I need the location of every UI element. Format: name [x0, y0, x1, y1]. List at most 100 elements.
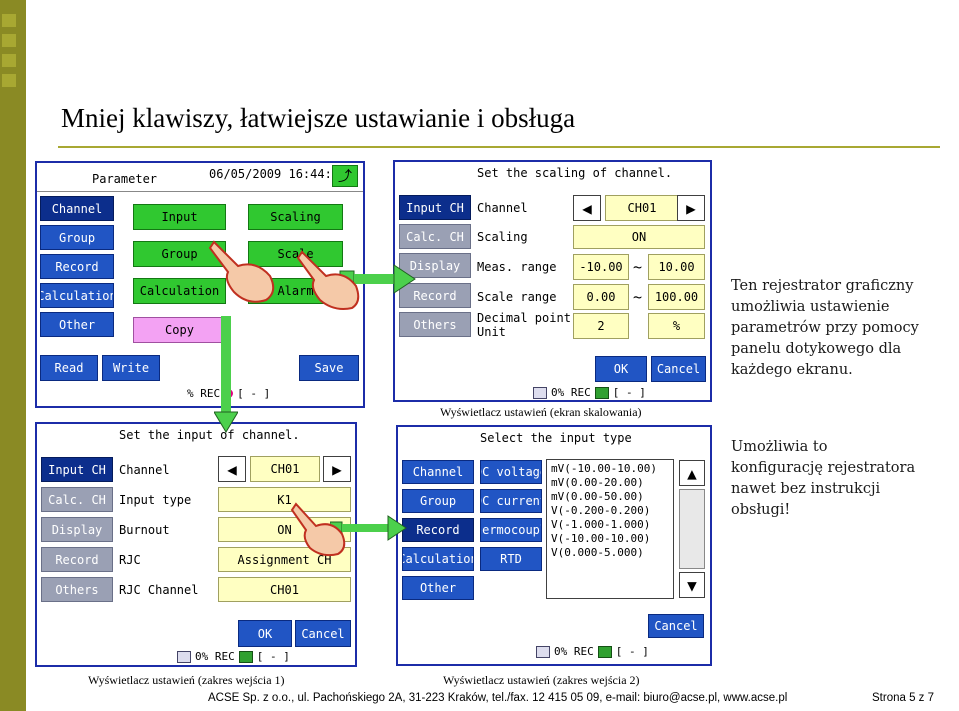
status-bar: 0% REC [ - ]	[533, 386, 646, 399]
list-item[interactable]: mV(0.00-20.00)	[551, 476, 644, 489]
tab-record[interactable]: Record	[41, 547, 113, 572]
input-button[interactable]: Input	[133, 204, 226, 230]
status-text: % REC	[187, 387, 221, 400]
list-item[interactable]: mV(0.00-50.00)	[551, 490, 644, 503]
tab-display[interactable]: Display	[399, 253, 471, 278]
meas-min-field[interactable]: -10.00	[573, 254, 629, 280]
page-title: Mniej klawiszy, łatwiejsze ustawianie i …	[61, 103, 576, 133]
scale-min-field[interactable]: 0.00	[573, 284, 629, 310]
green-arrow-button-icon: ⤴	[338, 169, 352, 185]
tab-calculation[interactable]: Calculation	[40, 283, 114, 308]
green-arrow-icon	[214, 316, 238, 433]
status-bar: 0% REC [ - ]	[536, 645, 649, 658]
cancel-button[interactable]: Cancel	[648, 614, 704, 638]
save-button[interactable]: Save	[299, 355, 359, 381]
write-button[interactable]: Write	[102, 355, 160, 381]
list-item[interactable]: V(-0.200-0.200)	[551, 504, 651, 517]
triangle-right-icon: ▶	[332, 459, 342, 479]
footer-page: Strona 5 z 7	[872, 692, 935, 704]
input-type-header: Select the input type	[480, 431, 632, 445]
read-button[interactable]: Read	[40, 355, 98, 381]
input-range-list[interactable]: mV(-10.00-10.00) mV(0.00-20.00) mV(0.00-…	[546, 459, 674, 599]
description-paragraph-2: Umożliwia to konfigurację rejestratora n…	[731, 439, 916, 518]
triangle-down-icon: ▼	[687, 575, 697, 595]
scaling-value[interactable]: ON	[573, 225, 705, 249]
scale-max-field[interactable]: 100.00	[648, 284, 705, 310]
rtd-button[interactable]: RTD	[480, 547, 542, 571]
tab-others[interactable]: Others	[399, 312, 471, 337]
scaling-label: Scaling	[477, 230, 528, 244]
input-channel-header: Set the input of channel.	[119, 428, 300, 442]
tab-input-ch[interactable]: Input CH	[41, 457, 113, 482]
footer-address: ACSE Sp. z o.o., ul. Pachońskiego 2A, 31…	[208, 692, 788, 704]
tab-display[interactable]: Display	[41, 517, 113, 542]
tab-input-ch[interactable]: Input CH	[399, 195, 471, 220]
list-item[interactable]: V(0.000-5.000)	[551, 546, 644, 559]
channel-next-button[interactable]: ▶	[677, 195, 705, 221]
channel-value[interactable]: CH01	[605, 195, 679, 221]
channel-value[interactable]: CH01	[250, 456, 320, 482]
list-item[interactable]: mV(-10.00-10.00)	[551, 462, 657, 475]
tab-others[interactable]: Others	[41, 577, 113, 602]
datetime: 06/05/2009 16:44:35	[209, 167, 347, 181]
scroll-down-button[interactable]: ▼	[679, 572, 705, 598]
tab-calc-ch[interactable]: Calc. CH	[41, 487, 113, 512]
tab-group[interactable]: Group	[402, 489, 474, 513]
dc-current-button[interactable]: DC current	[480, 489, 542, 513]
range-tilde: ~	[633, 258, 643, 276]
decimal-point-field[interactable]: 2	[573, 313, 629, 339]
tab-record[interactable]: Record	[40, 254, 114, 279]
tab-calculation[interactable]: Calculation	[402, 547, 474, 571]
scaling-screen: Set the scaling of channel. Input CH Cal…	[393, 160, 712, 402]
dc-voltage-button[interactable]: DC voltage	[480, 460, 542, 484]
input-type-label: Input type	[119, 493, 192, 507]
channel-prev-button[interactable]: ◀	[573, 195, 601, 221]
group-button[interactable]: Group	[133, 241, 226, 267]
triangle-left-icon: ◀	[227, 459, 237, 479]
scaling-button[interactable]: Scaling	[248, 204, 343, 230]
battery-icon	[533, 386, 547, 399]
cancel-button[interactable]: Cancel	[295, 620, 351, 647]
rjc-channel-value[interactable]: CH01	[218, 577, 351, 602]
scale-button[interactable]: Scale	[248, 241, 343, 267]
status-text: 0% REC	[195, 650, 235, 663]
meas-max-field[interactable]: 10.00	[648, 254, 705, 280]
channel-prev-button[interactable]: ◀	[218, 456, 246, 482]
calculation-button[interactable]: Calculation	[133, 278, 226, 304]
list-item[interactable]: V(-1.000-1.000)	[551, 518, 651, 531]
tab-other[interactable]: Other	[40, 312, 114, 337]
sidebar-decor-bar	[0, 0, 26, 711]
tab-record[interactable]: Record	[399, 283, 471, 308]
tab-calc-ch[interactable]: Calc. CH	[399, 224, 471, 249]
input-channel-screen: Set the input of channel. Input CH Calc.…	[35, 422, 357, 667]
input-type-value[interactable]: K1	[218, 487, 351, 512]
scroll-up-button[interactable]: ▲	[679, 460, 705, 486]
memory-icon	[597, 645, 612, 658]
decor-square	[2, 14, 16, 27]
copy-button[interactable]: Copy	[133, 317, 226, 343]
channel-next-button[interactable]: ▶	[323, 456, 351, 482]
ok-button[interactable]: OK	[595, 356, 647, 382]
status-text: 0% REC	[554, 645, 594, 658]
pointing-hand-icon	[296, 250, 360, 310]
tab-group[interactable]: Group	[40, 225, 114, 250]
home-button[interactable]: ⤴	[332, 165, 358, 187]
tab-channel[interactable]: Channel	[40, 196, 114, 221]
battery-icon	[177, 650, 191, 663]
thermocouple-button[interactable]: thermocouple	[480, 518, 542, 542]
triangle-right-icon: ▶	[686, 198, 696, 218]
tab-channel[interactable]: Channel	[402, 460, 474, 484]
cancel-button[interactable]: Cancel	[651, 356, 706, 382]
tab-record[interactable]: Record	[402, 518, 474, 542]
tab-other[interactable]: Other	[402, 576, 474, 600]
battery-icon	[536, 645, 550, 658]
unit-field[interactable]: %	[648, 313, 705, 339]
title-divider	[58, 146, 940, 148]
status-tail: [ - ]	[612, 386, 646, 399]
ok-button[interactable]: OK	[238, 620, 292, 647]
list-item[interactable]: V(-10.00-10.00)	[551, 532, 651, 545]
description-paragraph-1: Ten rejestrator graficzny umożliwia usta…	[731, 278, 919, 378]
pointing-hand-icon	[290, 502, 346, 557]
scrollbar-track[interactable]	[679, 489, 705, 569]
channel-label: Channel	[119, 463, 170, 477]
